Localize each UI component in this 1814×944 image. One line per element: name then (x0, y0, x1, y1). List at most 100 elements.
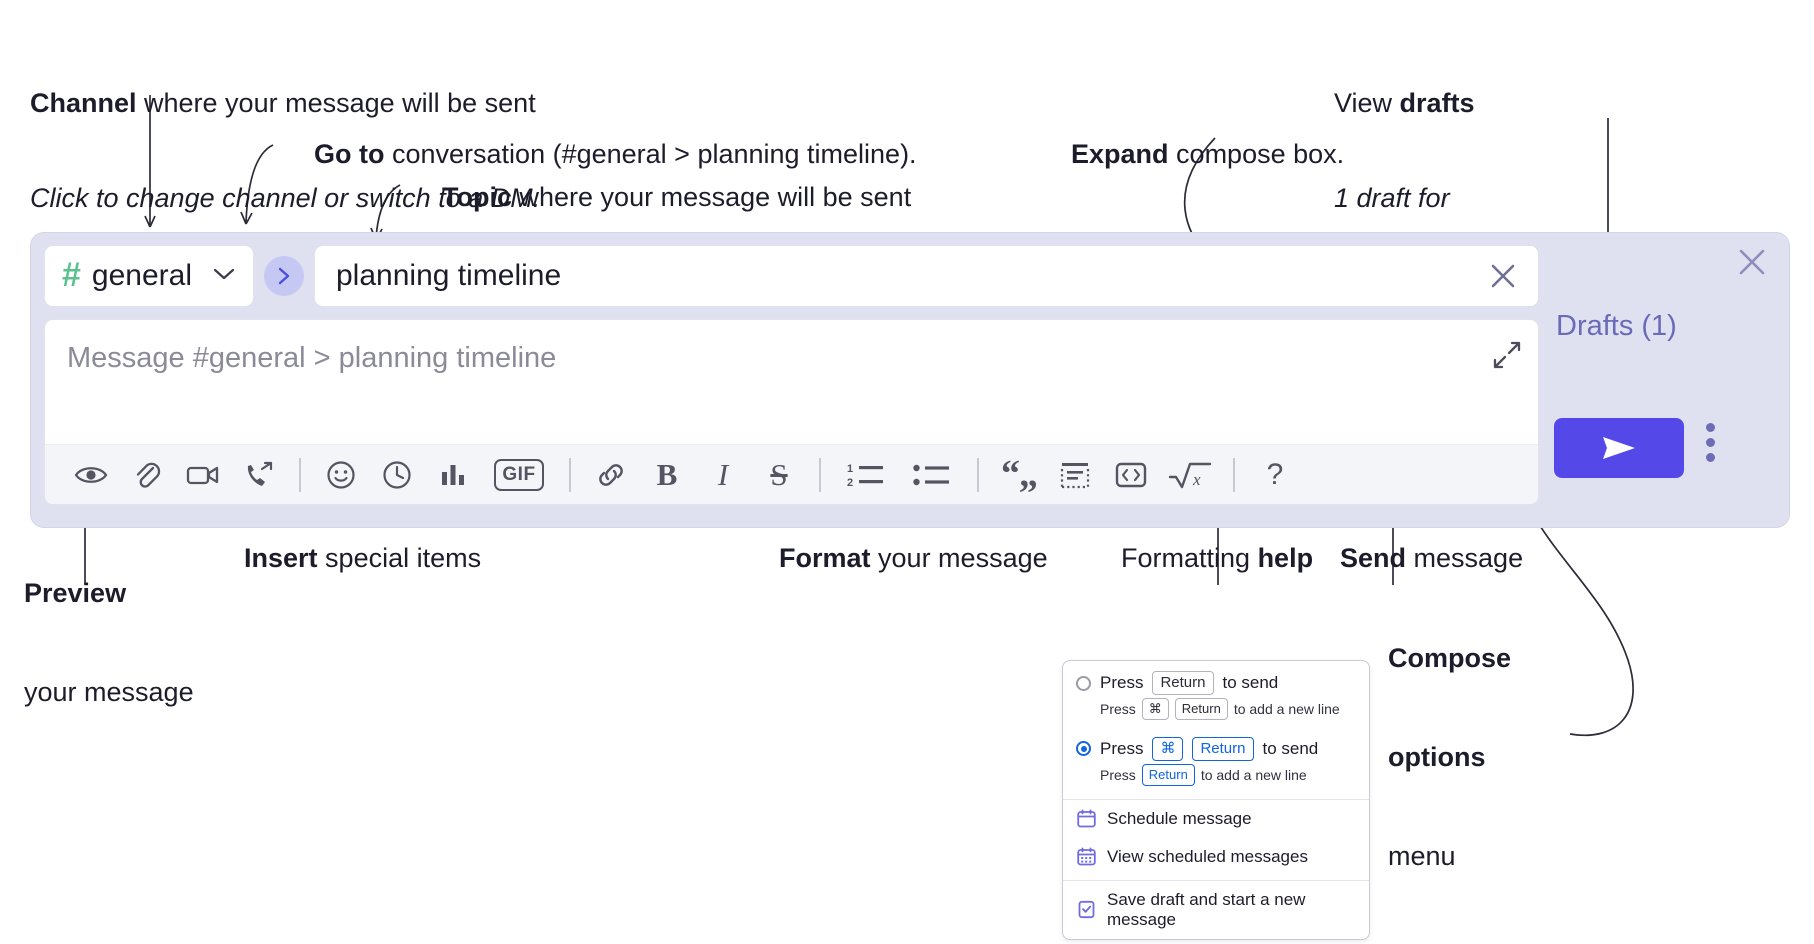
expand-diagonal-icon[interactable] (1492, 340, 1522, 375)
compose-right-rail: Drafts (1) (1514, 233, 1789, 529)
topic-input[interactable]: planning timeline (336, 259, 562, 292)
topic-input-wrapper[interactable]: planning timeline (314, 245, 1539, 307)
menu-item-save-draft[interactable]: Save draft and start a new message (1063, 881, 1369, 939)
math-sqrt-icon[interactable]: x (1159, 451, 1221, 499)
poll-bar-chart-icon[interactable] (425, 451, 481, 499)
close-icon[interactable] (1482, 255, 1524, 297)
send-option-2-press: Press (1100, 738, 1144, 758)
italic-label: I (717, 456, 729, 492)
compose-box-panel: # general planning timeline M (30, 232, 1790, 528)
radio-unselected-icon[interactable] (1076, 675, 1091, 691)
send-option-2-key-return: Return (1192, 736, 1254, 762)
strikethrough-icon[interactable]: S (751, 451, 807, 499)
toolbar-divider (977, 457, 979, 492)
menu-item-view-scheduled[interactable]: View scheduled messages (1063, 838, 1369, 876)
svg-text:x: x (1192, 470, 1201, 489)
calendar-schedule-icon (1077, 809, 1096, 828)
bold-icon[interactable]: B (639, 451, 695, 499)
channel-selector[interactable]: # general (44, 245, 254, 307)
calendar-grid-icon (1077, 847, 1096, 866)
menu-item-label: View scheduled messages (1107, 846, 1308, 866)
annotation-send-rest: message (1406, 542, 1524, 573)
annotation-format-rest: your message (870, 542, 1048, 573)
inline-code-icon[interactable] (1103, 451, 1159, 499)
annotation-help-lead: Formatting (1121, 542, 1258, 573)
annotation-topic: Topic where your message will be sent (412, 150, 911, 246)
annotation-insert-rest: special items (317, 542, 482, 573)
goto-conversation-button[interactable] (264, 256, 304, 296)
formatting-toolbar: GIF B I S (45, 444, 1538, 504)
channel-name-label: general (91, 259, 192, 292)
message-input-placeholder: Message #general > planning timeline (67, 342, 557, 374)
menu-item-label: Save draft and start a new message (1107, 889, 1306, 929)
send-option-1-sub-press: Press (1100, 701, 1136, 718)
clock-icon[interactable] (369, 451, 425, 499)
code-block-icon[interactable] (1047, 451, 1103, 499)
annotation-channel-bold: Channel (30, 87, 137, 118)
svg-text:1: 1 (847, 463, 853, 475)
send-option-2-action: to send (1262, 738, 1319, 758)
send-option-1-sub-action: to add a new line (1233, 701, 1340, 718)
annotation-preview-bold: Preview (24, 577, 127, 608)
bulleted-list-icon[interactable] (899, 451, 965, 499)
annotation-drafts-bold: drafts (1399, 87, 1475, 118)
link-icon[interactable] (583, 451, 639, 499)
menu-item-label: Schedule message (1107, 808, 1252, 828)
annotation-channel: Channel where your message will be sent … (30, 24, 540, 279)
preview-icon[interactable] (63, 451, 119, 499)
save-draft-icon (1077, 900, 1096, 919)
annotation-send: Send message (1310, 511, 1523, 607)
annotation-goto: Go to conversation (#general > planning … (284, 107, 917, 203)
annotation-insert: Insert special items (214, 511, 481, 607)
close-icon[interactable] (1735, 245, 1769, 284)
annotation-preview: Preview your message (24, 511, 194, 775)
annotation-formatting-help: Formatting help (1091, 511, 1313, 607)
send-option-2-subtext: Press Return to add a new line (1063, 762, 1369, 795)
toolbar-divider (569, 457, 571, 492)
send-option-cmd-return[interactable]: Press ⌘ Return to send (1063, 729, 1369, 762)
annotation-channel-rest: where your message will be sent (136, 87, 536, 118)
emoji-smiley-icon[interactable] (313, 451, 369, 499)
send-option-return[interactable]: Press Return to send (1063, 663, 1369, 696)
annotation-drafts-lead: View (1334, 87, 1400, 118)
send-option-1-subtext: Press ⌘ Return to add a new line (1063, 696, 1369, 729)
compose-main-column: # general planning timeline M (44, 245, 1539, 515)
hash-channel-icon: # (62, 255, 81, 294)
send-paper-plane-icon (1603, 437, 1635, 459)
bold-label: B (656, 456, 678, 492)
send-option-1-sub-key-cmd: ⌘ (1141, 698, 1169, 720)
video-camera-icon[interactable] (175, 451, 231, 499)
message-input-area[interactable]: Message #general > planning timeline (44, 319, 1539, 505)
strike-label: S (770, 456, 788, 492)
annotation-channel-italic: Click to change channel or switch to a D… (30, 183, 541, 214)
annotation-compose-line3: menu (1388, 840, 1456, 871)
radio-selected-icon[interactable] (1076, 741, 1091, 757)
attachment-paperclip-icon[interactable] (119, 451, 175, 499)
send-option-1-press: Press (1100, 673, 1144, 693)
toolbar-divider (1233, 457, 1235, 492)
help-question-icon[interactable]: ? (1247, 451, 1303, 499)
toolbar-divider (819, 457, 821, 492)
drafts-link[interactable]: Drafts (1) (1556, 310, 1677, 342)
gif-icon[interactable]: GIF (481, 451, 557, 499)
compose-options-kebab-button[interactable] (1706, 423, 1715, 462)
send-option-2-key-cmd: ⌘ (1152, 736, 1184, 762)
italic-icon[interactable]: I (695, 451, 751, 499)
annotation-insert-bold: Insert (244, 542, 318, 573)
chevron-right-icon (278, 267, 290, 285)
send-option-2-sub-press: Press (1100, 766, 1136, 783)
blockquote-icon[interactable]: “„ (1001, 453, 1038, 496)
menu-item-schedule-message[interactable]: Schedule message (1063, 800, 1369, 838)
send-button[interactable] (1554, 418, 1684, 478)
annotation-expand-rest: compose box. (1168, 138, 1345, 169)
annotation-goto-bold: Go to (314, 138, 385, 169)
compose-header-row: # general planning timeline (44, 245, 1539, 307)
ordered-list-icon[interactable]: 1 2 (833, 451, 899, 499)
annotation-format-bold: Format (779, 542, 871, 573)
phone-forward-icon[interactable] (231, 451, 287, 499)
gif-label: GIF (494, 458, 544, 491)
compose-options-menu: Press Return to send Press ⌘ Return to a… (1062, 660, 1370, 940)
annotation-expand-bold: Expand (1071, 138, 1169, 169)
annotation-help-bold: help (1257, 542, 1314, 573)
